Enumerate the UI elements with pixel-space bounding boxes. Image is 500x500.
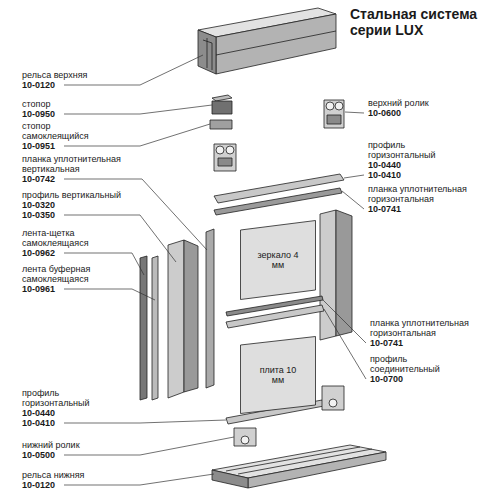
leader-line [323,300,366,343]
part-name: лента буферная самоклеящаяся [22,264,102,284]
vertical-profile [184,240,198,392]
roller-bracket [327,115,341,124]
part-name: стопор [22,99,50,109]
part-number: 10-0950 [22,109,55,119]
mirror-panel: зеркало 4 мм [240,220,316,300]
part-number: 10-0961 [22,284,55,294]
bottom-roller [322,386,344,410]
part-name: профиль соединительный [370,354,455,374]
vertical-profile [168,240,184,398]
part-number: 10-0741 [370,338,403,348]
part-name: верхний ролик [368,98,429,108]
part-number: 10-0350 [22,210,55,220]
panel-label: плита 10 мм [255,365,301,385]
connecting-profile [226,305,324,328]
part-number: 10-0951 [22,141,55,151]
panel-face [241,337,316,414]
bottom-rail [248,452,386,488]
part-number: 10-0742 [22,174,55,184]
board-panel: плита 10 мм [240,336,316,414]
part-name: рельса нижняя [22,470,84,480]
leader-line [342,191,364,209]
part-number: 10-0440 [368,160,401,170]
leader-line [64,289,155,300]
part-name: рельса верхняя [22,70,87,80]
rail-groove [226,447,372,474]
part-number: 10-0700 [370,374,403,384]
bottom-roller [234,428,256,446]
buffer-strip [152,256,158,400]
leader-line [64,437,234,455]
part-name: лента-щетка самоклеящаяся [22,228,97,248]
part-number: 10-0320 [22,200,55,210]
part-name: планка уплотнительная горизонтальная [368,184,483,204]
vertical-profile [320,210,336,340]
part-name: профиль горизонтальный [368,140,453,160]
part-number: 10-0120 [22,80,55,90]
roller-bracket [218,158,232,166]
diagram-title: Стальная система серии LUX [350,6,495,38]
leader-line [64,474,214,485]
part-name: планка уплотнительная горизонтальная [370,318,485,338]
part-number: 10-0500 [22,450,55,460]
panel-label: зеркало 4 мм [255,250,301,270]
vertical-seal [206,229,214,388]
part-name: профиль горизонтальный [22,388,107,408]
leader-line [64,420,226,423]
roller-wheel [326,102,334,110]
part-name: стопор самоклеящийся [22,121,97,141]
panel-face [241,221,316,300]
part-number: 10-0600 [368,108,401,118]
roller-wheel [241,436,249,444]
vertical-profile [336,210,352,336]
rail-channel [203,31,336,70]
brush-strip [140,256,147,400]
bottom-rail [212,470,248,488]
stopper-adhesive [210,120,232,129]
part-name: профиль вертикальный [22,190,121,200]
part-name: нижний ролик [22,440,80,450]
leader-line [324,309,366,379]
part-number: 10-0410 [368,170,401,180]
part-number: 10-0440 [22,408,55,418]
part-number: 10-0741 [368,204,401,214]
top-roller [214,144,236,171]
part-name: планка уплотнительная вертикальная [22,154,137,174]
leader-line [64,105,212,114]
roller-wheel [329,399,337,407]
roller-wheel [335,102,343,110]
leader-line [345,112,364,113]
part-number: 10-0120 [22,480,55,490]
part-number: 10-0410 [22,418,55,428]
roller-wheel [216,146,224,154]
horizontal-seal [214,188,342,215]
roller-wheel [226,146,234,154]
stopper [212,95,232,101]
stopper [212,101,232,114]
top-roller [324,100,344,128]
top-rail [216,14,336,74]
part-number: 10-0962 [22,248,55,258]
leader-line [344,175,364,178]
